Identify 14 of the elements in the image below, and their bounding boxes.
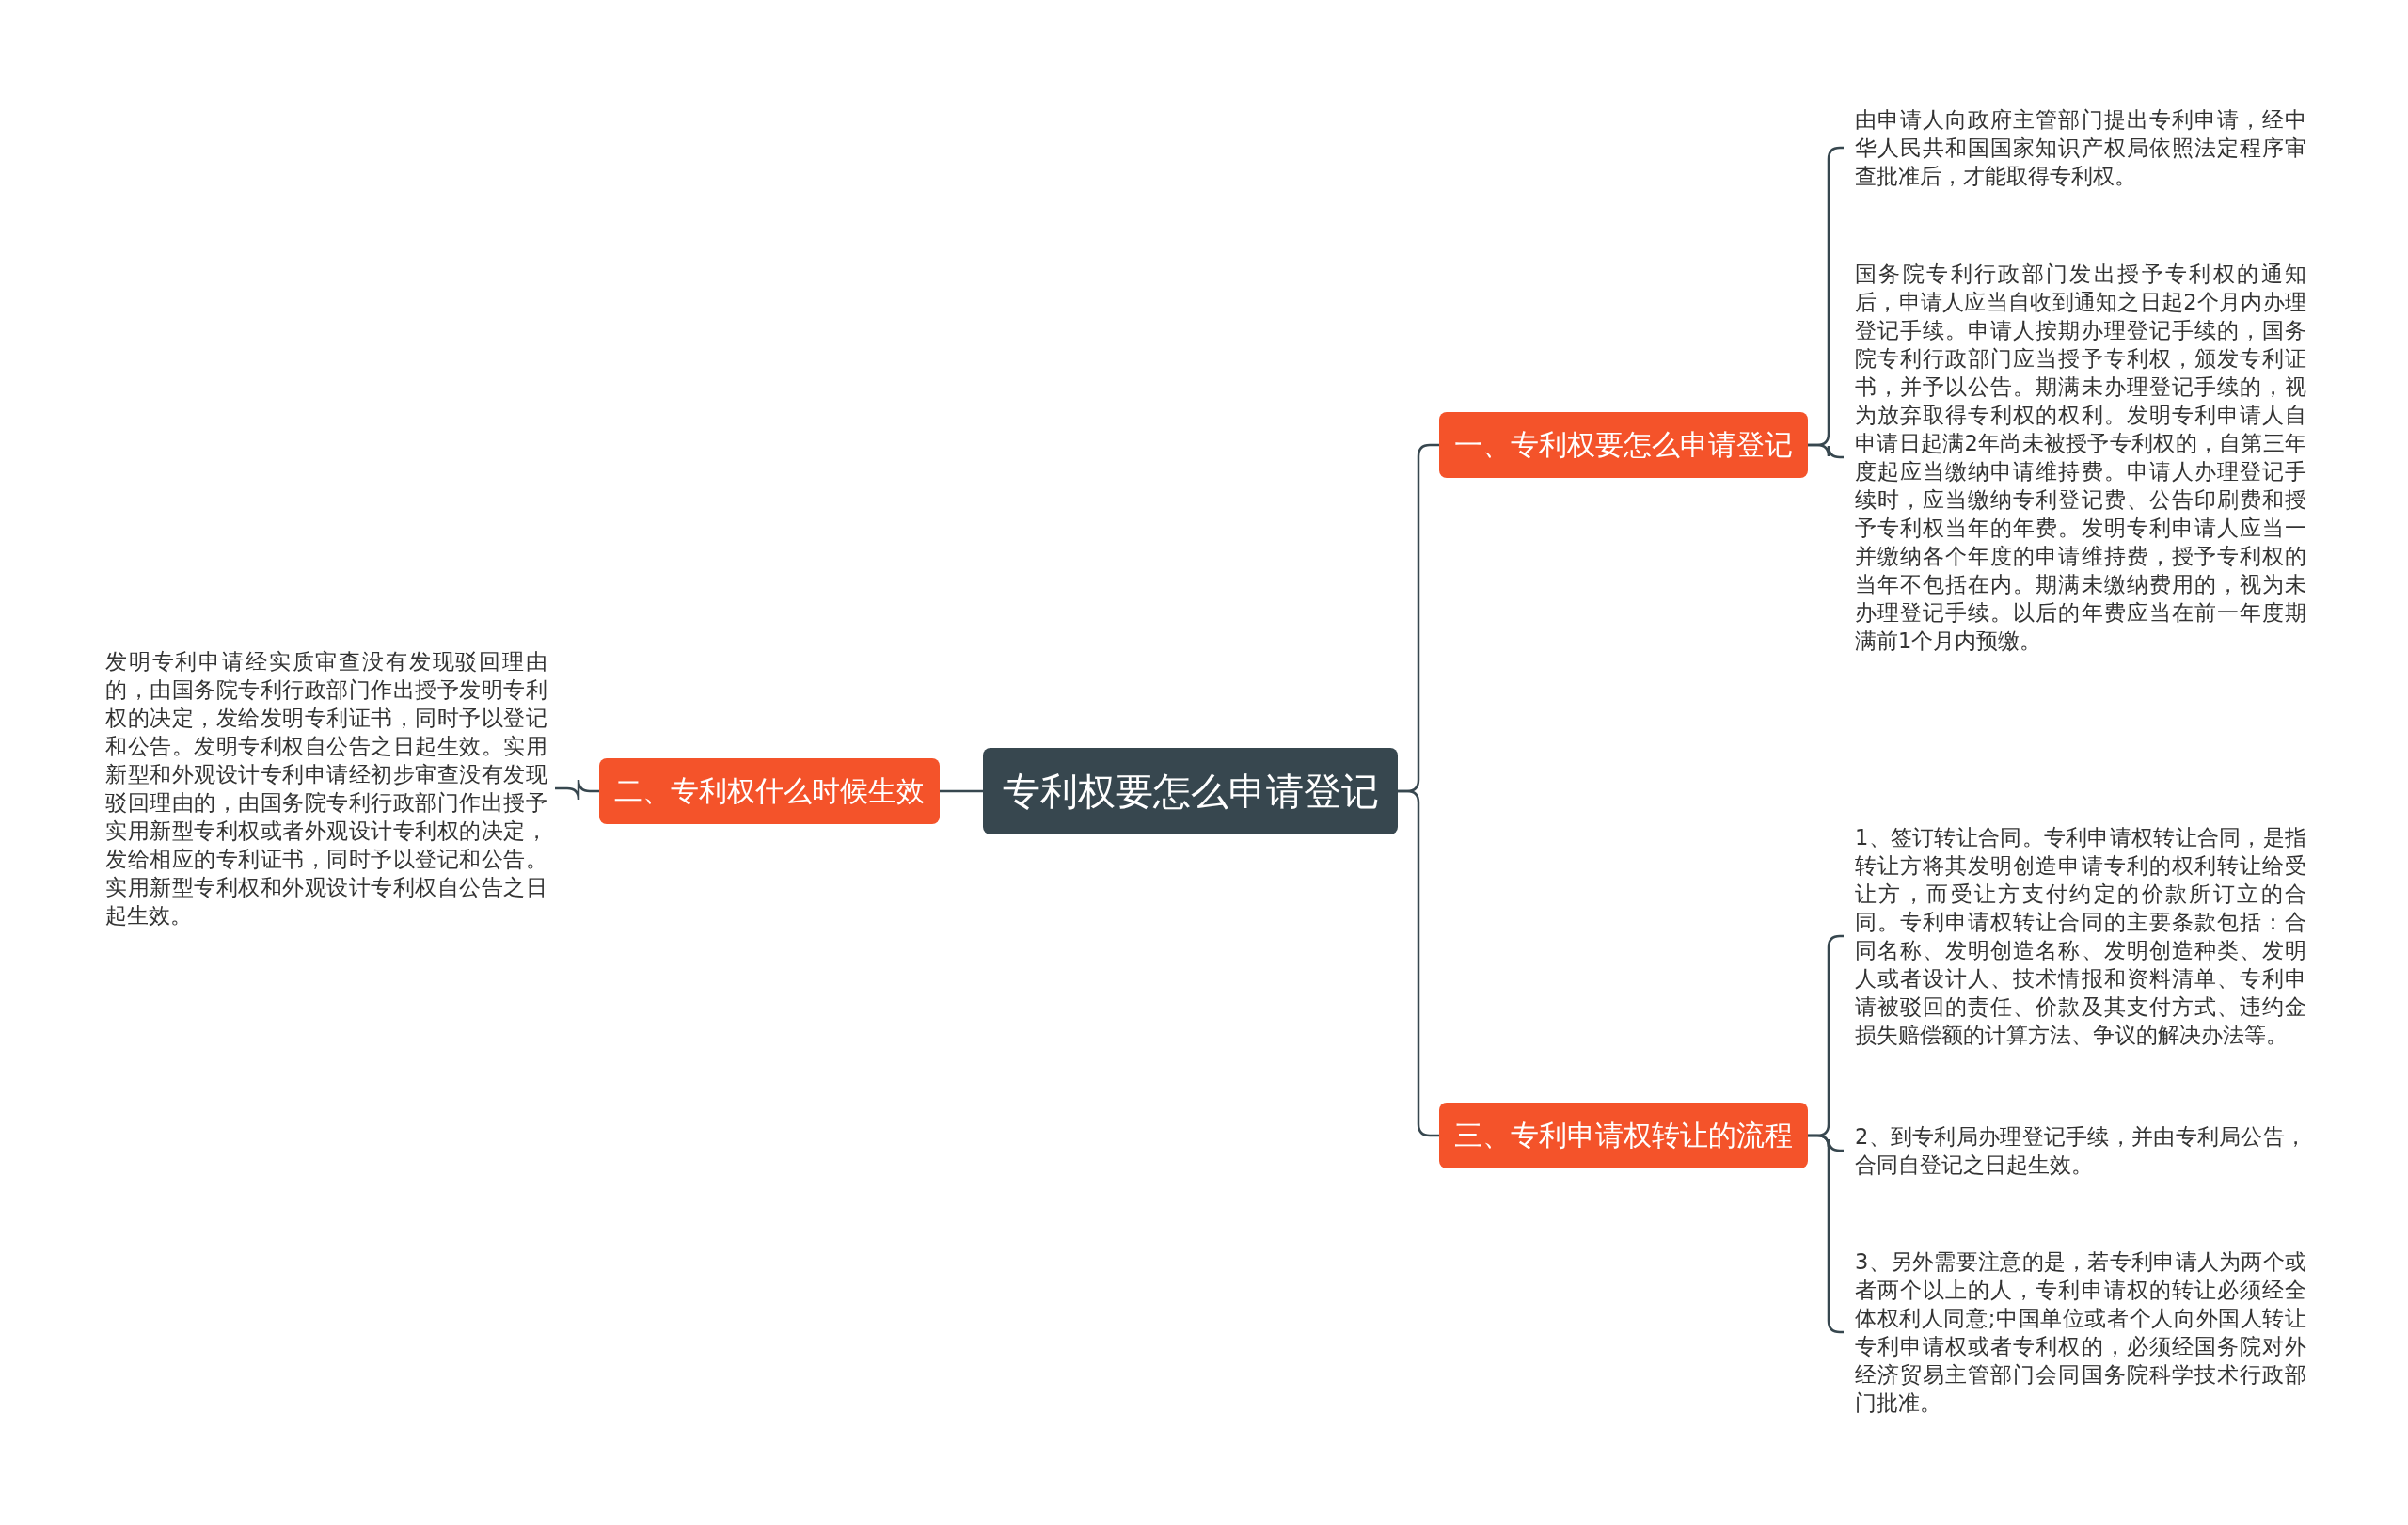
note-text: 国务院专利行政部门发出授予专利权的通知后，申请人应当自收到通知之日起2个月内办理登记手续。申请人按期办理登记手续的，国务院专利行政部门应当授予专利权，颁发专利证书，并予以公告。期满未办理登记手续的，视为放弃取得专利权的权利。发明专利申请人自申请日起满2年尚未被授予专利权的，自第三年度起应当缴纳申请维持费。申请人办理登记手续时，应当缴纳专利登记费、公告印刷费和授予专利权当年的年费。发明专利申请人应当一并缴纳各个年度的申请维持费，授予专利权的当年不包括在内。期满未缴纳费用的，视为未办理登记手续。以后的年费应当在前一年度期满前1个月内预缴。 — [1844, 260, 2314, 655]
note-text: 发明专利申请经实质审查没有发现驳回理由的，由国务院专利行政部门作出授予发明专利权的决定，发给发明专利证书，同时予以登记和公告。发明专利权自公告之日起生效。实用新型和外观设计专利申请经初步审查没有发现驳回理由的，由国务院专利行政部门作出授予实用新型专利权或者外观设计专利权的决定，发给相应的专利证书，同时予以登记和公告。实用新型专利权和外观设计专利权自公告之日起生效。 — [94, 647, 555, 929]
note-text: 由申请人向政府主管部门提出专利申请，经中华人民共和国国家知识产权局依照法定程序审查批准后，才能取得专利权。 — [1844, 105, 2314, 190]
connector-line — [1808, 443, 1844, 459]
topic-box: 二、专利权什么时候生效 — [599, 758, 940, 824]
connector-line — [1398, 789, 1439, 1137]
note-text: 3、另外需要注意的是，若专利申请人为两个或者两个以上的人，专利申请权的转让必须经全体权利人同意;中国单位或者个人向外国人转让专利申请权或者专利权的，必须经国务院对外经济贸易主管部门会同国务院科学技术行政部门批准。 — [1844, 1247, 2314, 1417]
topic-box: 一、专利权要怎么申请登记 — [1439, 412, 1808, 478]
topic-box: 三、专利申请权转让的流程 — [1439, 1103, 1808, 1168]
central-topic-box: 专利权要怎么申请登记 — [983, 748, 1398, 834]
note-text: 2、到专利局办理登记手续，并由专利局公告，合同自登记之日起生效。 — [1844, 1122, 2314, 1179]
note-text: 1、签订转让合同。专利申请权转让合同，是指转让方将其发明创造申请专利的权利转让给受让方，而受让方支付约定的价款所订立的合同。专利申请权转让合同的主要条款包括：合同名称、发明创造名称、发明创造种类、发明人或者设计人、技术情报和资料清单、专利申请被驳回的责任、价款及其支付方式、违约金损失赔偿额的计算方法、争议的解决办法等。 — [1844, 823, 2314, 1049]
connector-line — [555, 778, 599, 802]
connector-line — [940, 789, 983, 793]
